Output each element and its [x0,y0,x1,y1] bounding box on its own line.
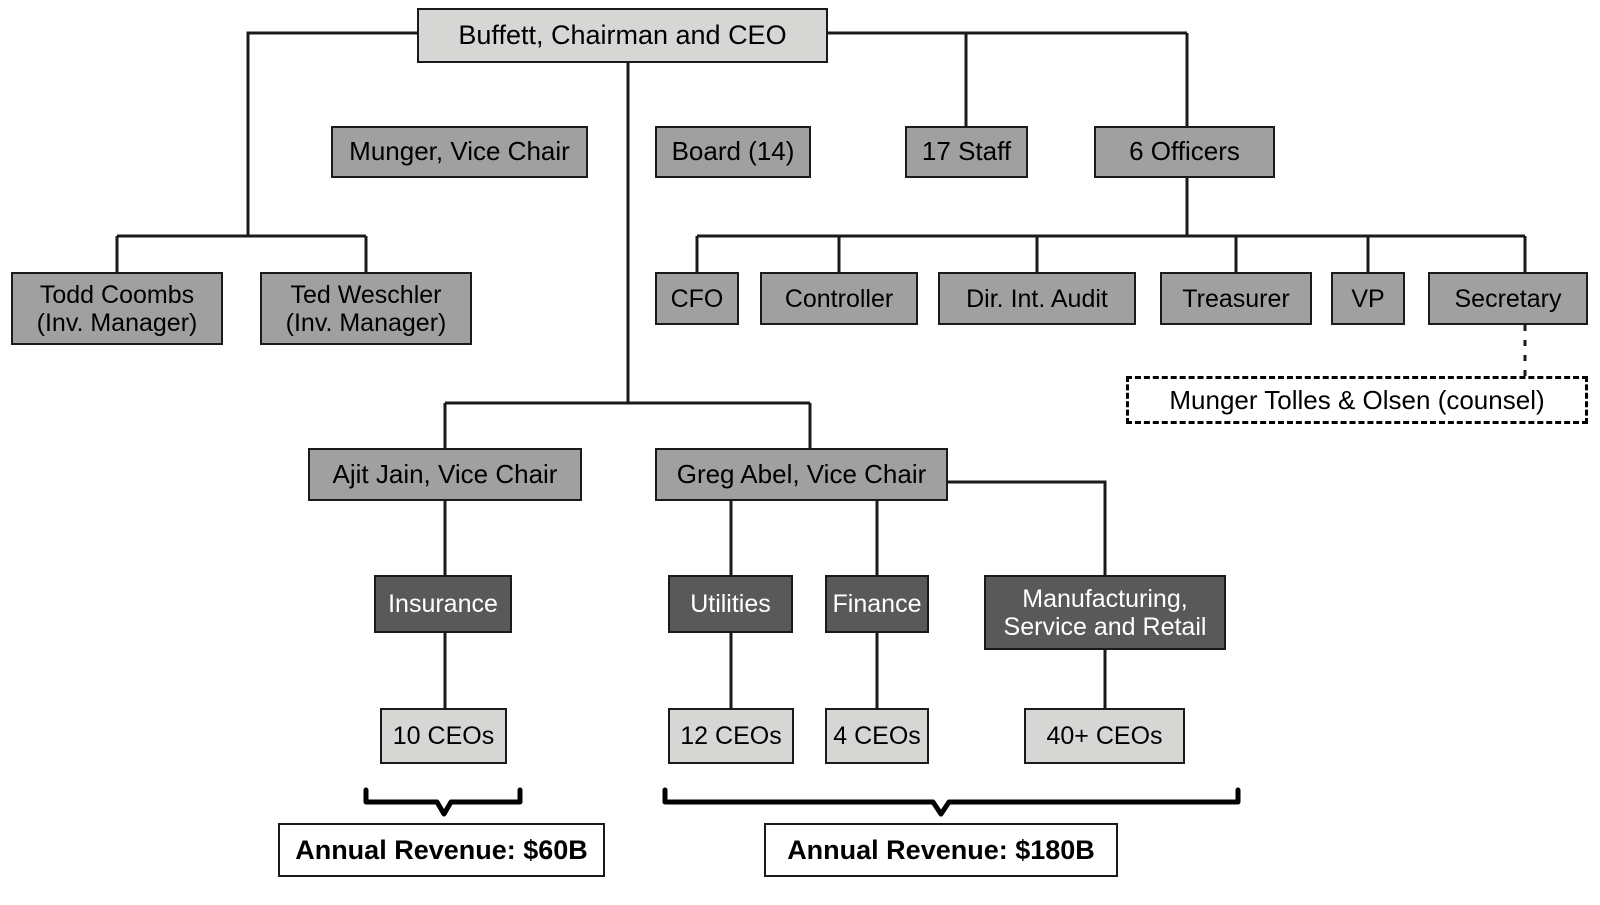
node-board-label: Board (14) [671,136,795,167]
node-utilities-label: Utilities [690,590,771,618]
node-secretary[interactable]: Secretary [1428,272,1588,325]
node-10-ceos-label: 10 CEOs [392,722,495,750]
node-6-officers[interactable]: 6 Officers [1094,126,1275,178]
node-vp-label: VP [1351,284,1385,313]
node-10-ceos[interactable]: 10 CEOs [380,708,507,764]
node-17-staff[interactable]: 17 Staff [905,126,1028,178]
node-counsel[interactable]: Munger Tolles & Olsen (counsel) [1126,376,1588,424]
node-utilities[interactable]: Utilities [668,575,793,633]
node-vp[interactable]: VP [1331,272,1405,325]
node-greg-abel[interactable]: Greg Abel, Vice Chair [655,448,948,501]
node-17-staff-label: 17 Staff [921,136,1012,167]
node-ajit-jain-label: Ajit Jain, Vice Chair [332,458,558,489]
node-controller-label: Controller [784,284,894,313]
node-ted-weschler[interactable]: Ted Weschler (Inv. Manager) [260,272,472,345]
node-vice-chair-munger[interactable]: Munger, Vice Chair [331,126,588,178]
node-controller[interactable]: Controller [760,272,918,325]
node-chairman-ceo-label: Buffett, Chairman and CEO [458,20,787,51]
node-todd-coombs-label: Todd Coombs (Inv. Manager) [36,280,198,337]
node-counsel-label: Munger Tolles & Olsen (counsel) [1169,384,1545,415]
node-board[interactable]: Board (14) [655,126,811,178]
node-finance[interactable]: Finance [825,575,929,633]
node-4-ceos[interactable]: 4 CEOs [825,708,929,764]
node-cfo-label: CFO [670,284,724,313]
node-insurance[interactable]: Insurance [374,575,512,633]
node-4-ceos-label: 4 CEOs [833,722,921,750]
brace-insurance-revenue [363,787,523,817]
node-40-plus-ceos[interactable]: 40+ CEOs [1024,708,1185,764]
node-40-plus-ceos-label: 40+ CEOs [1046,722,1163,750]
brace-operating-revenue [662,787,1241,817]
node-treasurer[interactable]: Treasurer [1160,272,1312,325]
node-dir-int-audit-label: Dir. Int. Audit [966,284,1108,313]
wire-abel-to-manufacturing [948,480,1107,575]
node-12-ceos-label: 12 CEOs [680,722,782,750]
node-greg-abel-label: Greg Abel, Vice Chair [676,458,927,489]
node-treasurer-label: Treasurer [1182,284,1290,313]
node-todd-coombs[interactable]: Todd Coombs (Inv. Manager) [11,272,223,345]
node-ted-weschler-label: Ted Weschler (Inv. Manager) [285,280,447,337]
node-vice-chair-munger-label: Munger, Vice Chair [349,136,570,167]
node-insurance-label: Insurance [388,590,498,618]
node-finance-label: Finance [832,590,922,618]
node-cfo[interactable]: CFO [655,272,739,325]
node-manufacturing-service-retail[interactable]: Manufacturing, Service and Retail [984,575,1226,650]
node-revenue-insurance-label: Annual Revenue: $60B [295,834,588,865]
node-chairman-ceo[interactable]: Buffett, Chairman and CEO [417,8,828,63]
node-manufacturing-service-retail-label: Manufacturing, Service and Retail [1003,584,1207,641]
node-secretary-label: Secretary [1454,284,1562,313]
node-6-officers-label: 6 Officers [1129,136,1240,167]
node-revenue-insurance[interactable]: Annual Revenue: $60B [278,823,605,877]
node-revenue-operating-label: Annual Revenue: $180B [787,834,1095,865]
node-ajit-jain[interactable]: Ajit Jain, Vice Chair [308,448,582,501]
node-dir-int-audit[interactable]: Dir. Int. Audit [938,272,1136,325]
node-12-ceos[interactable]: 12 CEOs [668,708,794,764]
node-revenue-operating[interactable]: Annual Revenue: $180B [764,823,1118,877]
